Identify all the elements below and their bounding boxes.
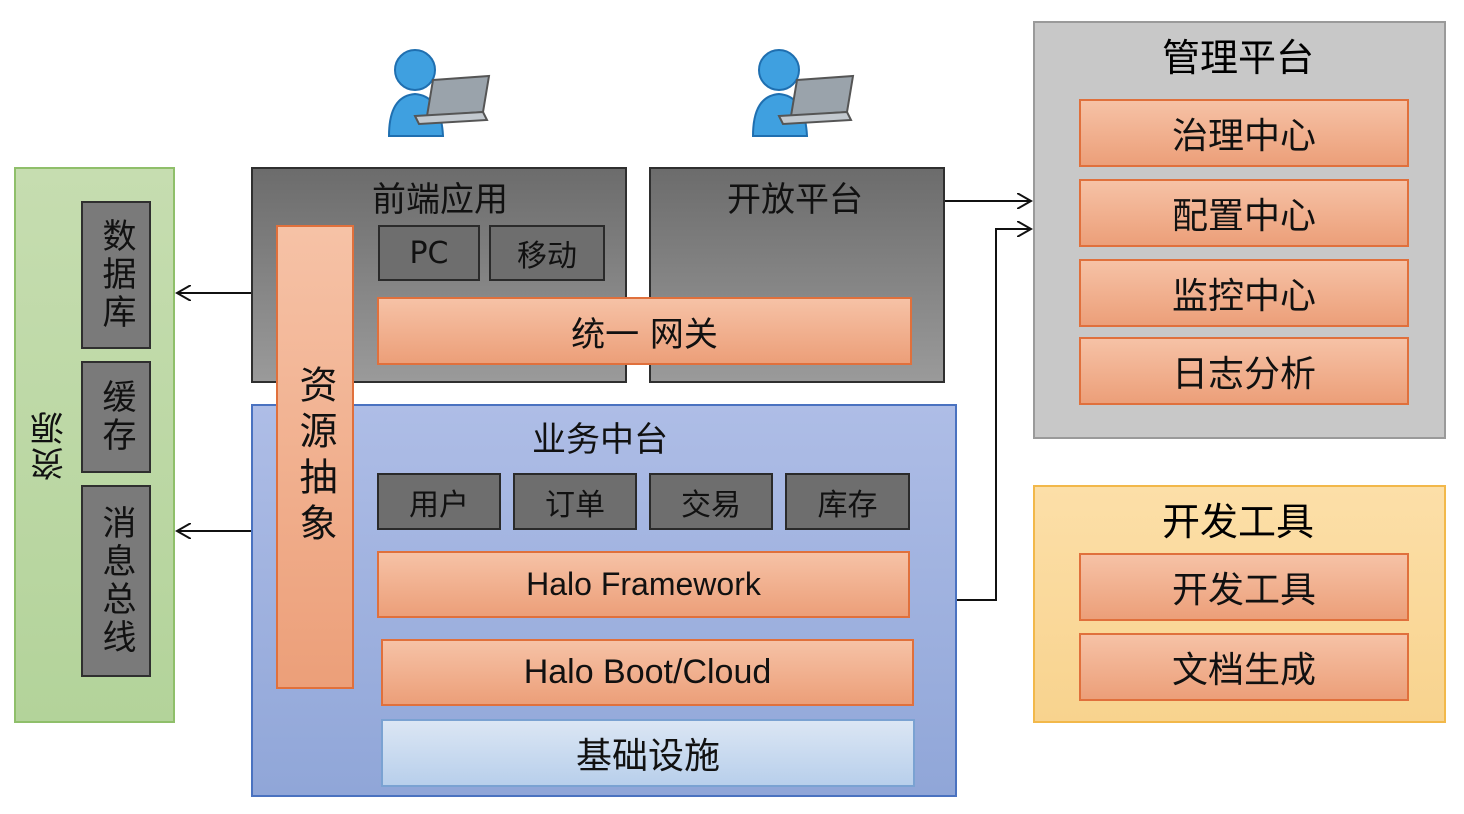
resource-database: 数据库 (81, 201, 151, 349)
management-title: 管理平台 (1161, 35, 1314, 80)
devtools-title: 开发工具 (1161, 499, 1314, 544)
module-inventory: 库存 (785, 473, 910, 530)
doc-generation: 文档生成 (1079, 633, 1409, 701)
user-laptop-icon (385, 46, 495, 142)
resource-message-bus-label: 消息总线 (96, 505, 136, 657)
client-mobile: 移动 (489, 225, 605, 281)
module-user: 用户 (377, 473, 501, 530)
devtools-item: 开发工具 (1079, 553, 1409, 621)
halo-boot-cloud: Halo Boot/Cloud (381, 639, 914, 706)
arrow-business-to-management (957, 229, 1031, 601)
infrastructure: 基础设施 (381, 719, 915, 787)
monitoring-center: 监控中心 (1079, 259, 1409, 327)
business-title: 业务中台 (532, 419, 668, 460)
module-trade: 交易 (649, 473, 773, 530)
resource-cache: 缓存 (81, 361, 151, 473)
user-laptop-icon (749, 46, 859, 142)
client-pc: PC (378, 225, 480, 281)
resource-abstraction: 资源抽象 (276, 225, 354, 689)
resource-message-bus: 消息总线 (81, 485, 151, 677)
resource-cache-label: 缓存 (96, 379, 136, 455)
config-center: 配置中心 (1079, 179, 1409, 247)
open-platform-title: 开放平台 (727, 179, 863, 220)
governance-center: 治理中心 (1079, 99, 1409, 167)
halo-framework: Halo Framework (377, 551, 910, 618)
unified-gateway: 统一 网关 (377, 297, 912, 365)
resource-abstraction-label: 资源抽象 (293, 365, 337, 549)
module-order: 订单 (513, 473, 637, 530)
frontend-title: 前端应用 (372, 179, 508, 220)
log-analysis: 日志分析 (1079, 337, 1409, 405)
resource-database-label: 数据库 (96, 218, 136, 332)
resources-title: 资源 (30, 409, 71, 481)
